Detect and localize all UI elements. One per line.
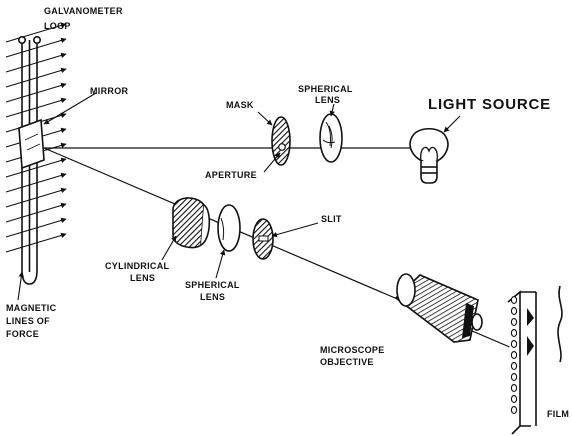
field-line-arrow	[5, 22, 67, 43]
field-line-arrow	[5, 82, 67, 103]
sprocket-hole	[510, 395, 518, 403]
microscope-label-line1: MICROSCOPE	[320, 345, 385, 355]
sprocket-hole	[510, 362, 518, 370]
light-source-label: LIGHT SOURCE	[428, 96, 551, 113]
mask-leader	[257, 111, 273, 126]
field-line-arrow	[5, 67, 67, 88]
aperture-label: APERTURE	[205, 170, 257, 180]
sprocket-hole	[510, 351, 518, 359]
mirror	[18, 118, 45, 170]
film-label: FILM	[547, 409, 570, 419]
sprocket-hole	[510, 373, 518, 381]
field-line-arrow	[5, 172, 67, 193]
magnetic-leader	[17, 271, 25, 301]
galvanometer-label-line1: GALVANOMETER	[44, 6, 123, 16]
field-line-arrow	[5, 37, 67, 58]
cylindrical-lens-label-line2: LENS	[130, 273, 156, 283]
mirror-label: MIRROR	[90, 86, 129, 96]
field-line-arrow	[5, 157, 67, 178]
field-line-arrow	[5, 52, 67, 73]
field-line-arrow	[5, 232, 67, 253]
microscope-label-line2: OBJECTIVE	[320, 357, 374, 367]
spherical-lens-top	[319, 113, 343, 163]
spherical-lens-bottom-label-line1: SPHERICAL	[185, 280, 240, 290]
label-leaders	[17, 92, 461, 301]
aperture-leader	[263, 152, 281, 173]
spherical-lens-bottom	[217, 204, 241, 252]
field-line-arrow	[5, 97, 67, 118]
spherical-lens-bottom-label-line2: LENS	[200, 292, 226, 302]
mask-label: MASK	[226, 100, 254, 110]
light-source-leader	[443, 115, 461, 133]
spherical-top-leader	[329, 103, 335, 117]
spherical-lens-top-label-line1: SPHERICAL	[298, 84, 353, 94]
mask	[271, 116, 291, 166]
spherical-lens-top-label-line2: LENS	[315, 95, 341, 105]
sprocket-hole	[510, 406, 518, 414]
slit-leader	[271, 222, 319, 238]
mirror-leader	[43, 92, 97, 125]
field-line-arrow	[5, 217, 67, 238]
microscope-objective	[394, 273, 483, 343]
film-strip	[507, 285, 563, 435]
field-line-arrow	[5, 187, 67, 208]
magnetic-label-line2: LINES OF	[6, 316, 50, 326]
sprocket-hole	[510, 318, 518, 326]
sprocket-hole	[510, 329, 518, 337]
cylindrical-lens-label-line1: CYLINDRICAL	[105, 261, 170, 271]
slit-label: SLIT	[321, 214, 342, 224]
sprocket-hole	[510, 307, 518, 315]
light-bulb-icon	[409, 127, 449, 184]
magnetic-label-line3: FORCE	[6, 329, 39, 339]
galvanometer-label-line2: LOOP	[44, 21, 71, 31]
magnetic-label-line1: MAGNETIC	[6, 303, 57, 313]
spherical-bottom-leader	[215, 249, 226, 279]
aperture-hole	[278, 143, 286, 151]
cylindrical-leader	[161, 235, 177, 261]
cylindrical-lens	[172, 197, 211, 249]
field-line-arrow	[5, 202, 67, 223]
sprocket-hole	[510, 296, 518, 304]
magnetic-field-lines	[5, 22, 67, 253]
film-sprocket-holes	[510, 296, 518, 414]
sprocket-hole	[510, 340, 518, 348]
slit-disk	[252, 218, 274, 260]
sprocket-hole	[510, 384, 518, 392]
